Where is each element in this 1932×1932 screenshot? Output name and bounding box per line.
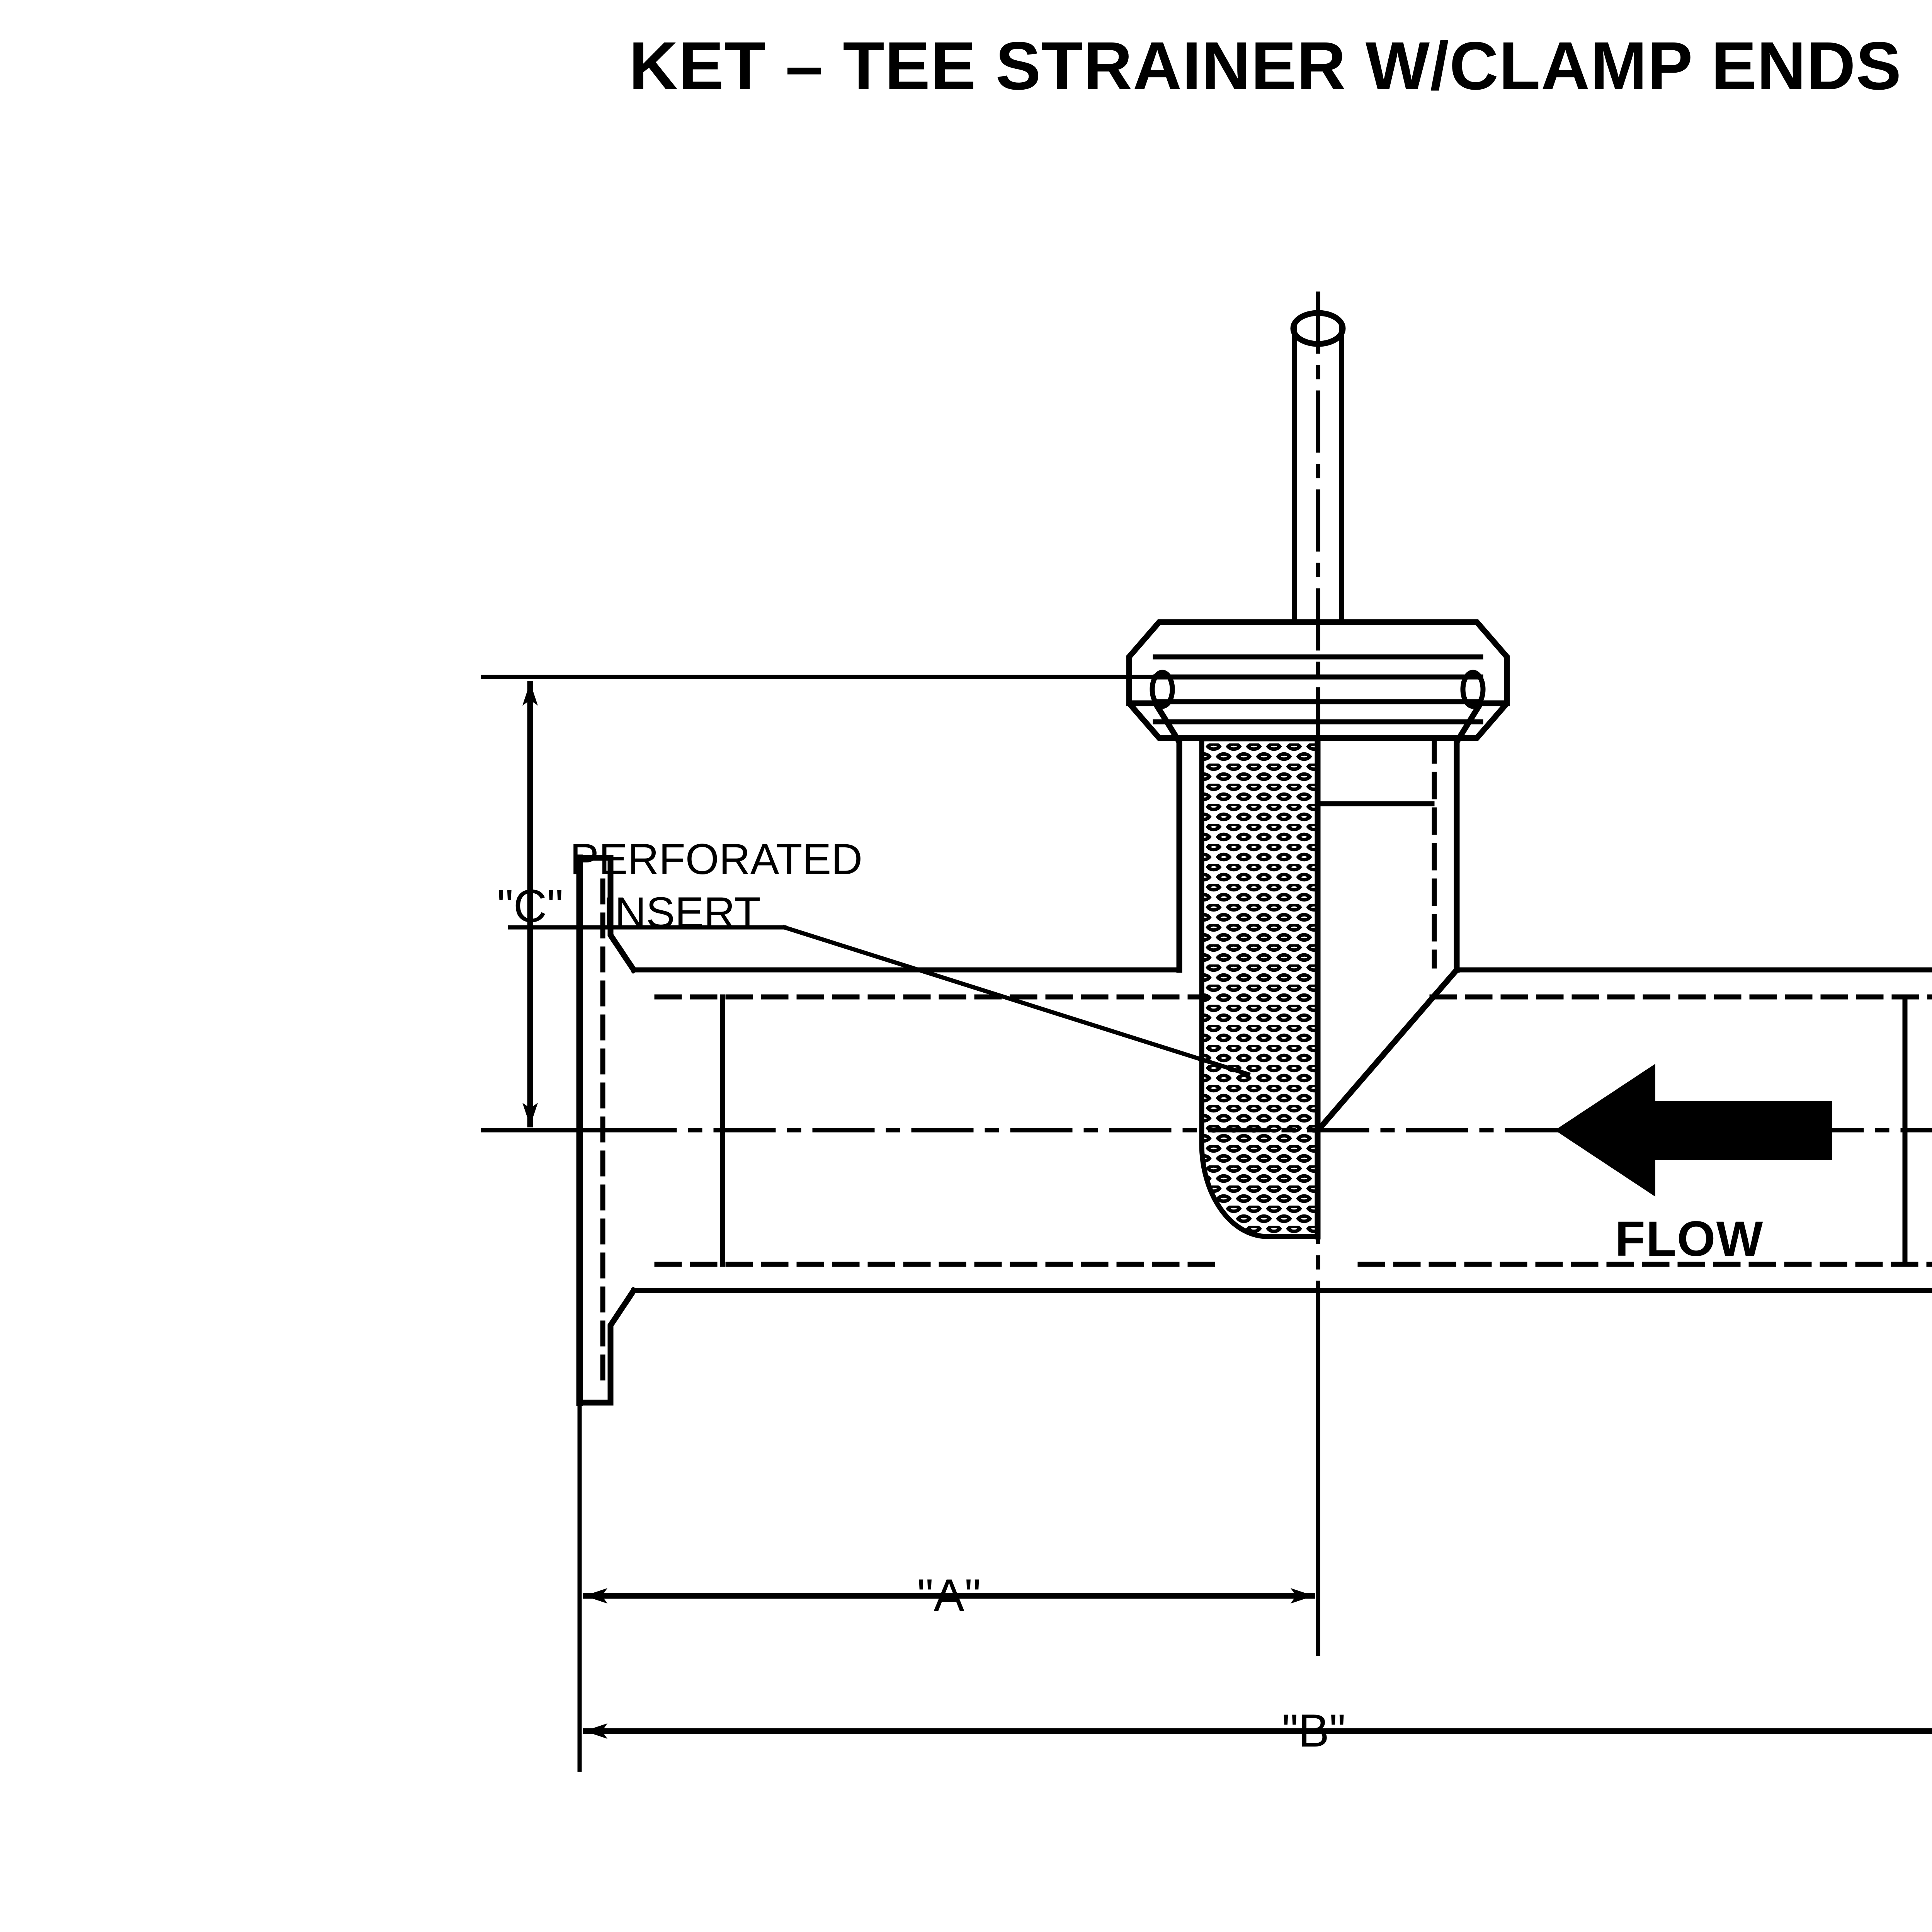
flow-arrow bbox=[1555, 1064, 1832, 1197]
flow-label: FLOW bbox=[1615, 1211, 1764, 1267]
dimension-b-label: "B" bbox=[1282, 1705, 1345, 1757]
perforated-insert-label-line2: INSERT bbox=[603, 888, 761, 937]
dimension-a-label: "A" bbox=[917, 1570, 981, 1621]
page-title: KET – TEE STRAINER W/CLAMP ENDS bbox=[629, 28, 1902, 104]
dimension-c bbox=[481, 675, 1162, 1133]
perforated-insert-leader bbox=[508, 925, 1251, 1077]
perforated-insert bbox=[1199, 736, 1321, 1240]
run-pipe bbox=[631, 966, 1932, 1293]
dimension-b bbox=[577, 1400, 1932, 1772]
dimension-c-label: "C" bbox=[497, 880, 563, 932]
perforated-insert-label-line1: PERFORATED bbox=[570, 835, 862, 883]
centerlines bbox=[515, 291, 1932, 1366]
technical-drawing: PERFORATED INSERT "C" "A" "B" FLOW bbox=[0, 201, 1932, 1824]
